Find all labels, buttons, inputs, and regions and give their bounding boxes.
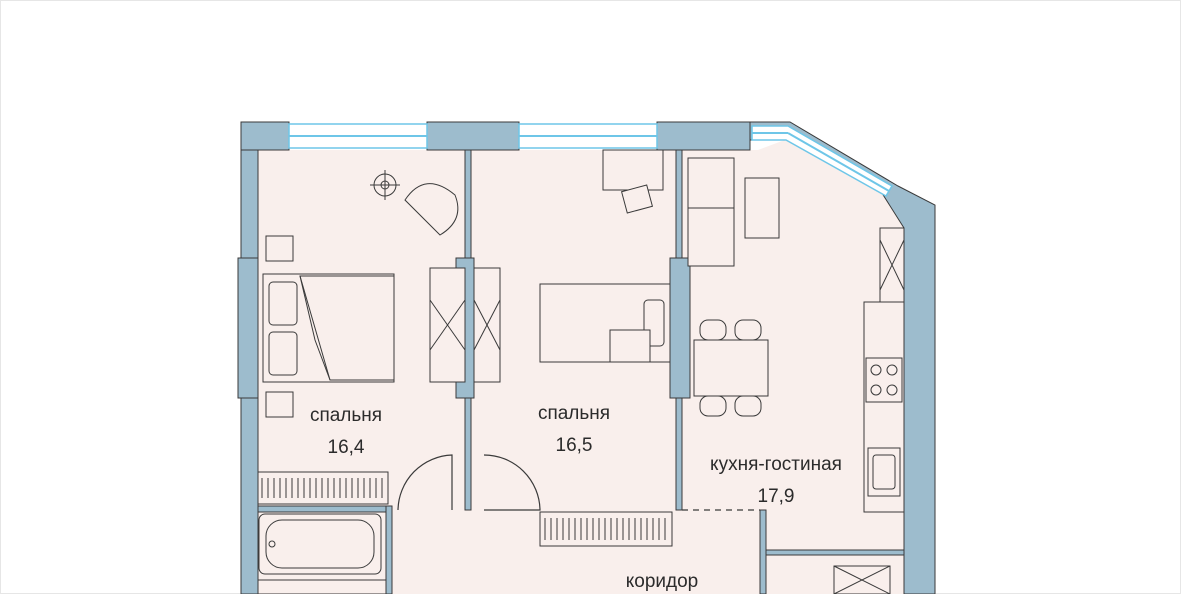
desk: [602, 149, 664, 191]
armchair-icon: [404, 183, 459, 236]
wall-pillar-right: [669, 257, 691, 399]
wall-top-mid-1: [426, 121, 520, 151]
nightstand-1: [265, 235, 294, 262]
stove-icon: [865, 357, 903, 403]
window-3: [751, 125, 894, 198]
office-chair-icon: [620, 184, 654, 214]
walls: [237, 121, 936, 594]
wall-pillar-left: [237, 257, 259, 399]
room-label-bedroom-2: спальня 16,5: [518, 402, 630, 458]
door-bedroom-1: [397, 454, 453, 511]
bath-bottom: [257, 579, 387, 594]
wall-corr: [385, 505, 393, 594]
hanger-ticks: [261, 478, 666, 540]
windows: [288, 123, 894, 198]
wall-bath-top: [257, 505, 387, 513]
room-name: кухня-гостиная: [710, 454, 842, 475]
corridor-wardrobe: [539, 511, 673, 547]
room-area: 16,4: [327, 436, 365, 458]
tv-table: [744, 177, 780, 239]
door-bedroom-2: [483, 454, 541, 511]
floor-kitchen-living: [682, 138, 904, 553]
room-label-corridor: коридор: [602, 570, 722, 594]
room-name: коридор: [625, 571, 699, 592]
wall-top-mid-2: [656, 121, 751, 151]
bedroom-wardrobe: [257, 471, 389, 505]
wall-top-left: [240, 121, 290, 151]
room-name: спальня: [309, 405, 383, 426]
room-area: 16,5: [555, 434, 593, 456]
wall-wc-top: [765, 549, 905, 556]
room-name: спальня: [537, 403, 611, 424]
room-area: 17,9: [757, 485, 795, 507]
sofa: [687, 157, 735, 267]
wall-wc: [759, 509, 767, 594]
dining-table: [693, 339, 769, 397]
nightstand-2: [265, 391, 294, 418]
room-label-bedroom-1: спальня 16,4: [290, 404, 402, 460]
doors: [397, 454, 760, 511]
furniture: [257, 149, 905, 594]
room-label-kitchen-living: кухня-гостиная 17,9: [686, 453, 866, 509]
